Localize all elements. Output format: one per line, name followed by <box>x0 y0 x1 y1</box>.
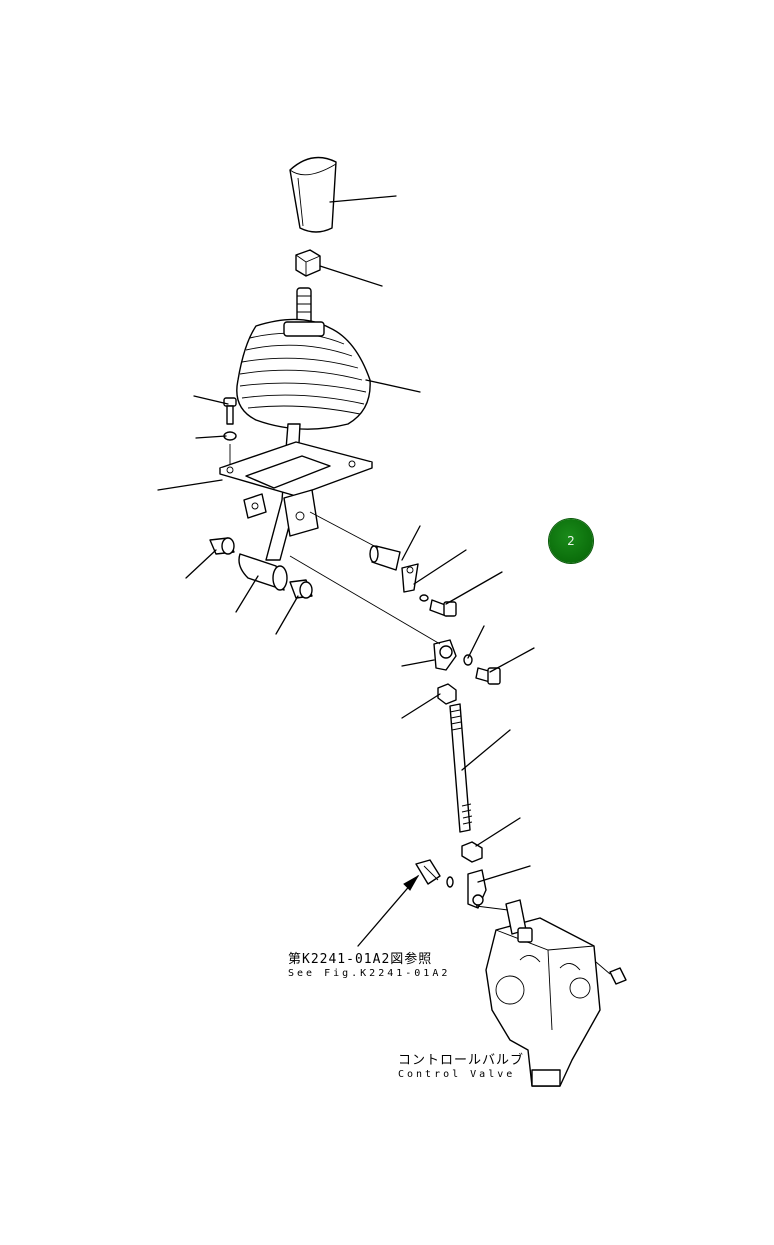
reference-label-en: See Fig.K2241-01A2 <box>288 968 451 979</box>
bushing-right <box>289 579 313 599</box>
mounting-plate <box>219 441 373 519</box>
control-valve-drawing <box>485 899 627 1087</box>
control-valve-label-en: Control Valve <box>398 1069 516 1080</box>
lever-knob <box>289 156 337 233</box>
pivot-tube <box>238 553 288 591</box>
lever-tip <box>296 287 312 325</box>
rod-nut-upper <box>437 683 457 705</box>
callout-number-badge[interactable]: 2 <box>549 519 593 563</box>
bracket-bolt <box>223 397 237 470</box>
reference-label-jp: 第K2241-01A2図参照 <box>288 952 433 967</box>
control-valve-label-jp: コントロールバルブ <box>398 1053 525 1068</box>
rubber-boot <box>236 318 371 430</box>
pivot-pin <box>369 545 401 571</box>
ball-joint-lower <box>415 859 487 909</box>
callout-number: 2 <box>567 534 575 548</box>
lever-bracket <box>283 489 319 537</box>
lever-nut <box>295 249 321 277</box>
ball-joint-upper <box>433 639 501 685</box>
rod-nut-lower <box>461 841 483 863</box>
link-bolt <box>419 594 457 617</box>
threaded-rod <box>449 703 473 833</box>
assembly-lines <box>289 511 509 911</box>
link-plate <box>401 563 419 593</box>
leader-lines <box>157 195 535 947</box>
